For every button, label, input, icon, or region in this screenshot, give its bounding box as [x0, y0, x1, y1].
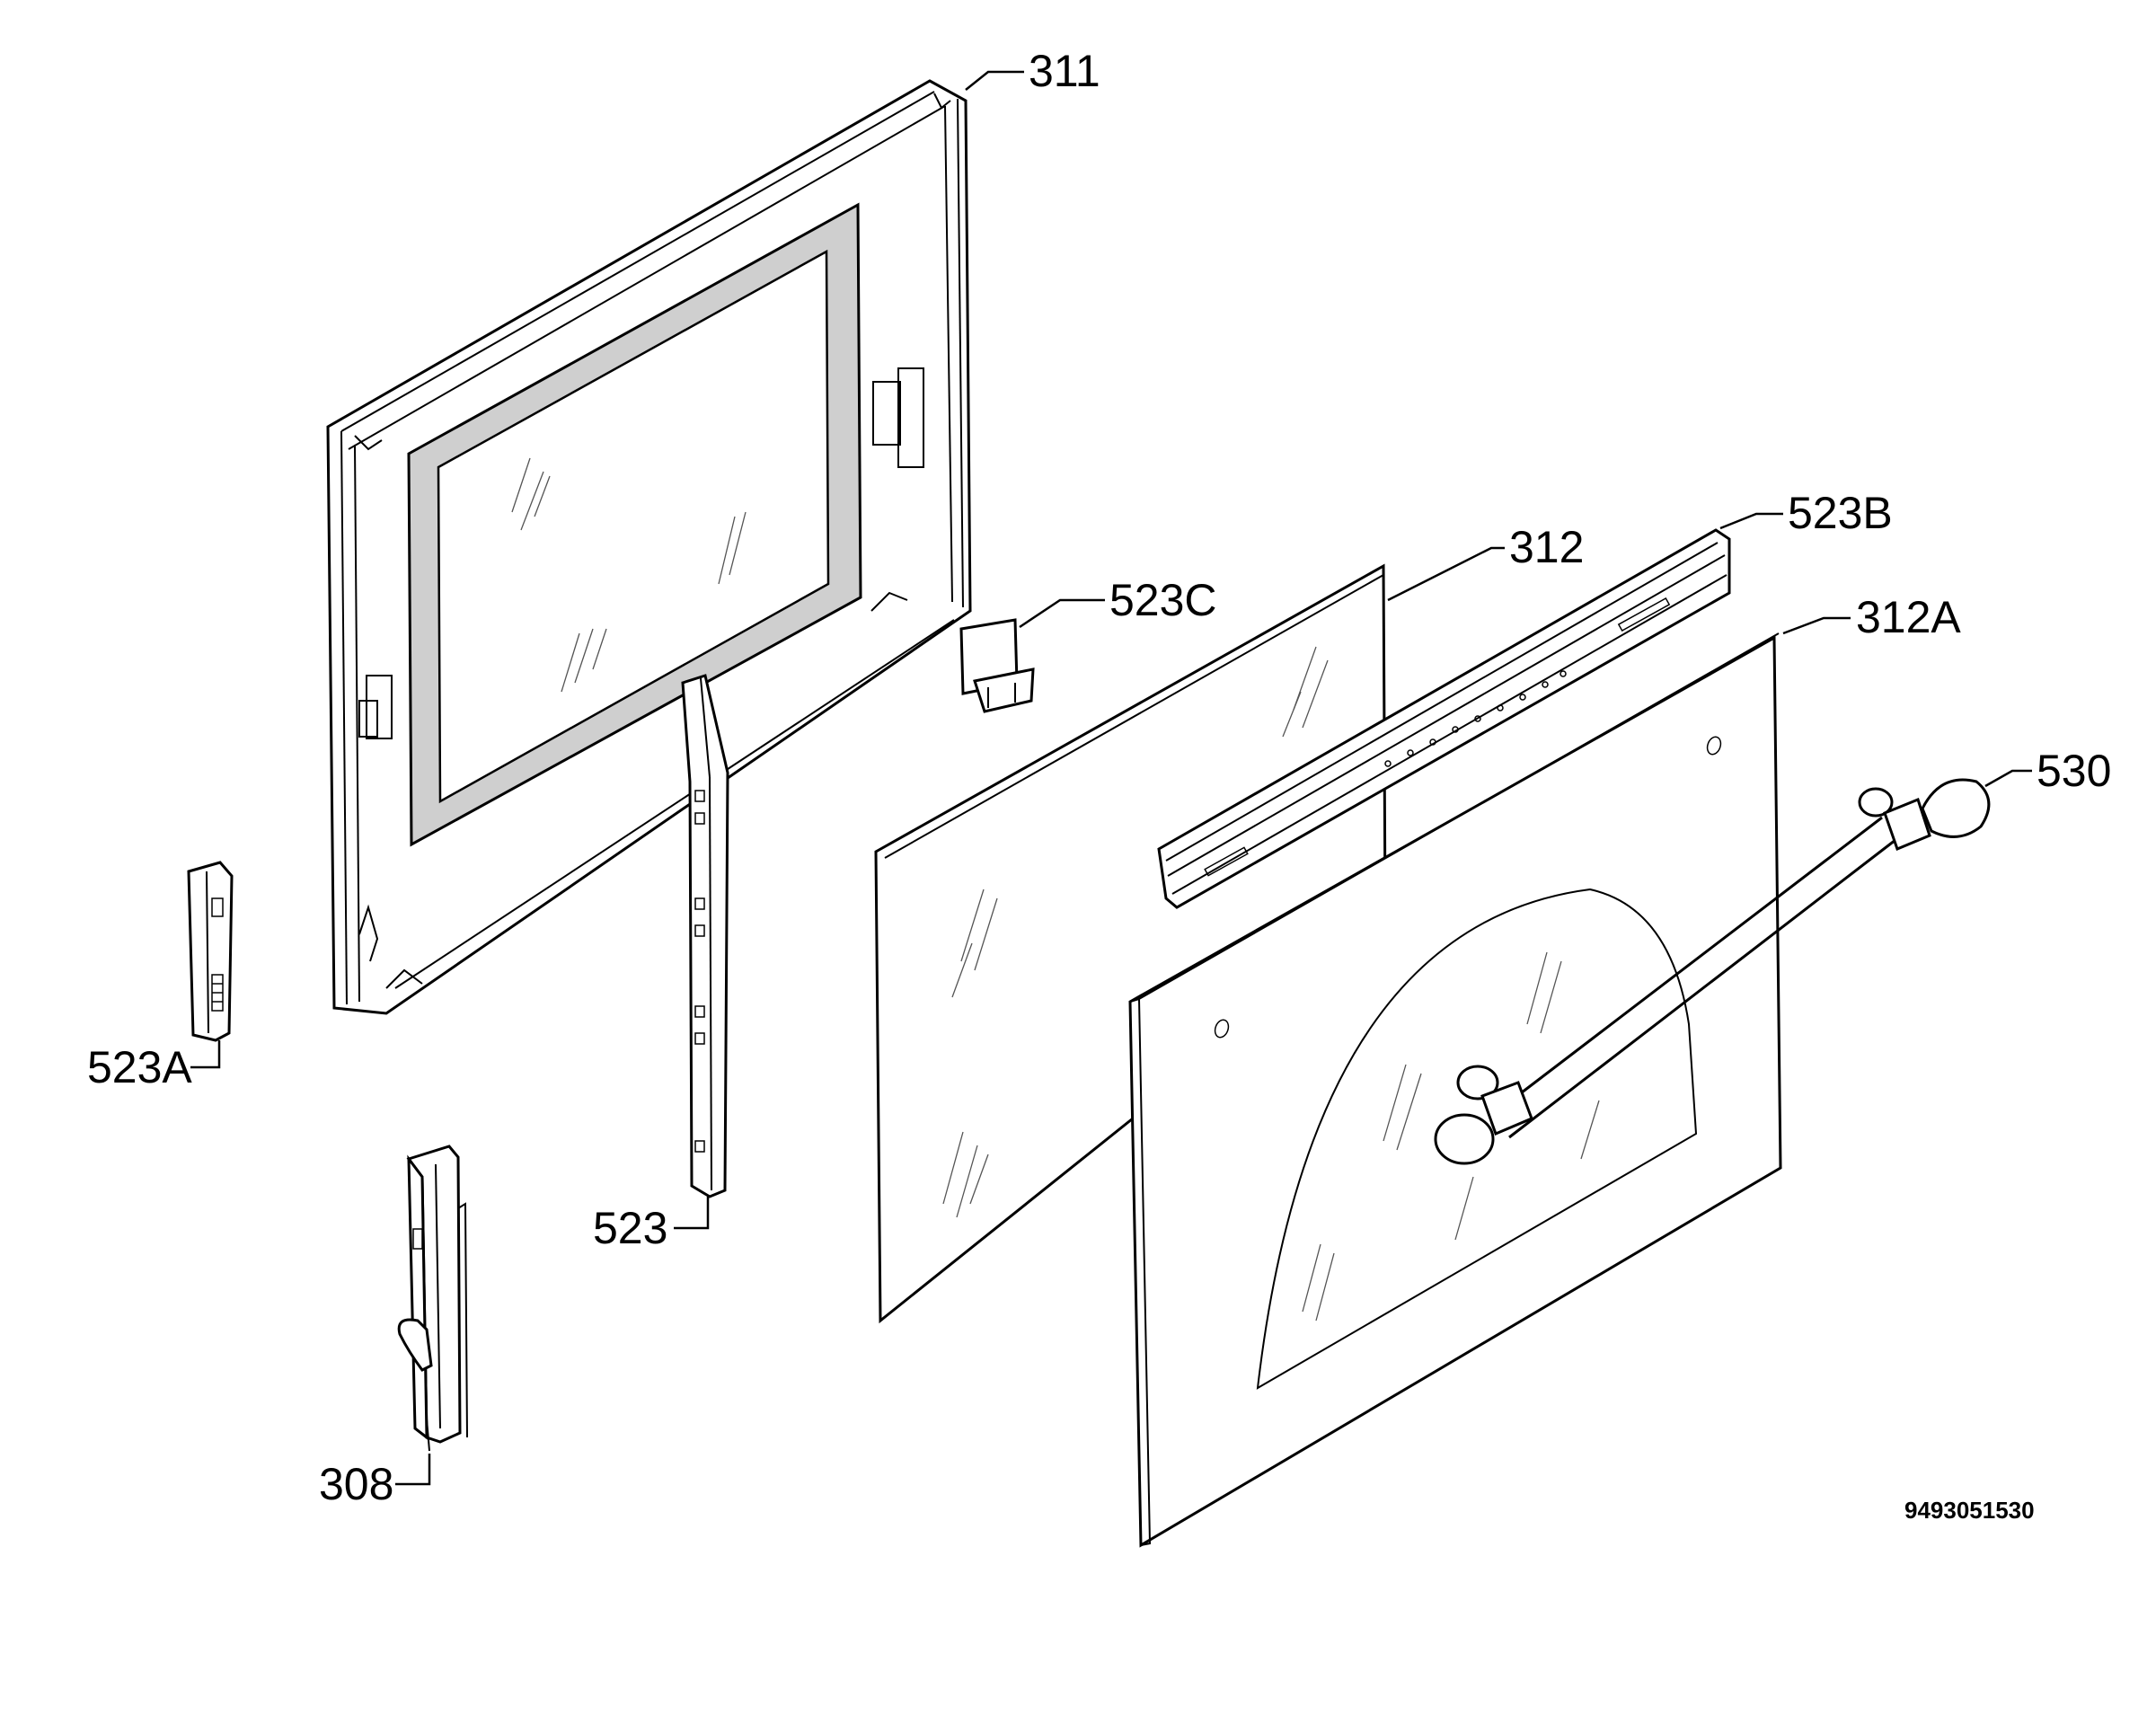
part-523c-bracket — [959, 618, 1035, 713]
callout-523: 523 — [593, 1203, 667, 1253]
callout-312a: 312A — [1856, 592, 1961, 642]
part-312a-outer-glass — [1128, 632, 1782, 1548]
part-523a-door-clip — [187, 861, 234, 1042]
part-530-door-handle — [1434, 778, 1991, 1165]
part-311-door-frame — [326, 79, 972, 1015]
callout-308: 308 — [319, 1459, 393, 1509]
part-308-hinge — [397, 1145, 468, 1452]
callout-523c: 523C — [1109, 575, 1217, 625]
callout-523b: 523B — [1788, 488, 1893, 538]
callout-312: 312 — [1509, 522, 1584, 572]
document-number: 9493051530 — [1904, 1497, 2035, 1524]
callout-311: 311 — [1029, 46, 1100, 96]
part-523-profile-strip — [681, 674, 729, 1198]
callout-530: 530 — [2037, 746, 2111, 796]
callout-labels: 311 523B 312 523C 312A 530 523A 523 308 … — [87, 46, 2111, 1524]
part-523b-top-rail — [1157, 528, 1731, 909]
callout-523a: 523A — [87, 1042, 192, 1092]
leader-lines — [190, 70, 2032, 1486]
